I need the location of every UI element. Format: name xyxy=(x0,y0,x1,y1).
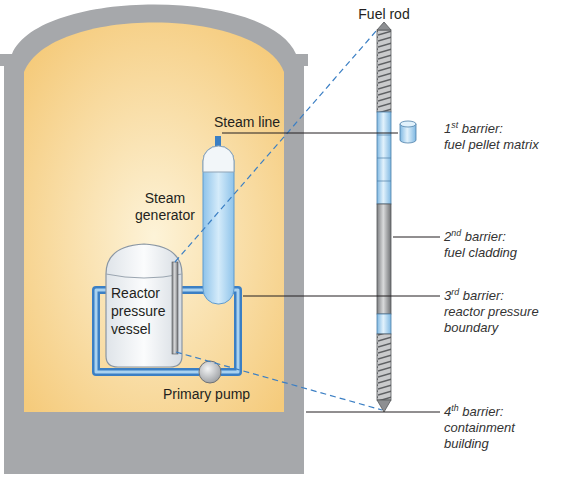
barrier-label: 2nd barrier: xyxy=(444,229,574,245)
barrier-label: 4th barrier: xyxy=(444,404,564,420)
part-label: Steam generator xyxy=(130,190,200,224)
part-label: Primary pump xyxy=(163,386,273,403)
steam-generator xyxy=(203,146,234,304)
fuel-pellet-icon xyxy=(400,121,416,143)
containment-shell xyxy=(0,5,308,475)
core-fuel-rod xyxy=(172,262,178,354)
barrier-label: reactor pressure boundary xyxy=(444,304,562,336)
vessel-body xyxy=(106,244,182,367)
barrier-label: fuel cladding xyxy=(444,245,574,261)
barrier-label: fuel pellet matrix xyxy=(444,137,574,153)
containment-interior xyxy=(24,23,284,413)
part-label: Fuel rod xyxy=(344,6,424,23)
barrier-label: containment building xyxy=(444,420,536,452)
vessel-label: Reactor pressure vessel xyxy=(111,284,173,338)
part-label: Steam line xyxy=(214,114,282,131)
steam-generator-dome xyxy=(203,146,234,172)
fuel-rod-drawing xyxy=(377,22,391,412)
barrier-label: 3rd barrier: xyxy=(444,288,562,304)
zoom-lines xyxy=(175,30,382,410)
vessel-node: Reactor pressure vessel xyxy=(111,284,173,338)
leader-lines xyxy=(222,133,440,412)
barrier-label: 1st barrier: xyxy=(444,121,574,137)
vessel-lid-seam xyxy=(106,274,182,278)
